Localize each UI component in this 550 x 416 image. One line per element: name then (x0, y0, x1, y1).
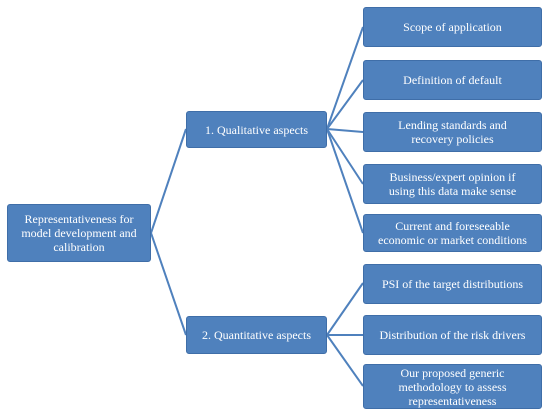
connector-root-to-quantitative (150, 232, 187, 336)
leaf-node-psi-target-distributions: PSI of the target distributions (363, 264, 542, 304)
leaf-node-definition-of-default: Definition of default (363, 60, 542, 100)
leaf-node-scope-of-application: Scope of application (363, 7, 542, 47)
connector-root-to-qualitative (150, 128, 187, 234)
connector-quantitative-to-methodology (326, 334, 364, 387)
connector-qualitative-to-conditions (326, 128, 364, 234)
leaf-node-business-expert-opinion: Business/expert opinion if using this da… (363, 164, 542, 204)
connector-quantitative-to-psi (326, 282, 364, 336)
leaf-node-economic-market-conditions: Current and foreseeable economic or mark… (363, 214, 542, 252)
connector-qualitative-to-default (326, 79, 364, 130)
leaf-node-distribution-risk-drivers: Distribution of the risk drivers (363, 315, 542, 355)
branch-node-quantitative: 2. Quantitative aspects (186, 316, 327, 354)
branch-node-qualitative: 1. Qualitative aspects (186, 111, 327, 148)
leaf-node-lending-standards: Lending standards and recovery policies (363, 112, 542, 152)
root-node: Representativeness for model development… (7, 204, 151, 262)
leaf-node-proposed-methodology: Our proposed generic methodology to asse… (363, 364, 542, 409)
connector-qualitative-to-business (326, 128, 364, 185)
connector-qualitative-to-lending (326, 128, 364, 133)
connector-qualitative-to-scope (326, 26, 364, 130)
